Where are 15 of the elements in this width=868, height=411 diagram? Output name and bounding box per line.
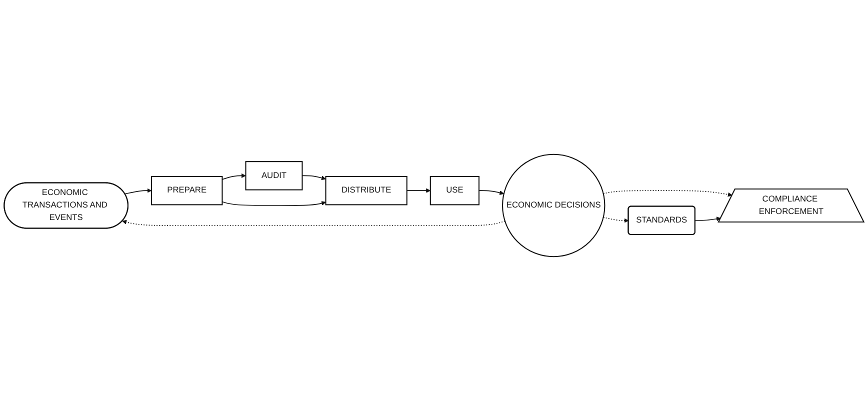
- arrow: [478, 190, 504, 195]
- node-circle: ECONOMIC DECISIONS: [502, 154, 606, 258]
- arrow: [694, 216, 721, 222]
- arrow: [222, 173, 246, 180]
- arrow: [406, 188, 431, 193]
- arrow: [602, 216, 629, 223]
- node-box: DISTRIBUTE: [325, 176, 408, 206]
- arrow: [222, 201, 326, 206]
- arrow: [302, 175, 326, 180]
- node-box: PREPARE: [150, 176, 223, 206]
- arrow: [122, 220, 506, 226]
- arrow: [124, 188, 152, 194]
- node-box: AUDIT: [245, 161, 303, 190]
- arrow: [602, 190, 732, 197]
- node-box: USE: [430, 176, 480, 206]
